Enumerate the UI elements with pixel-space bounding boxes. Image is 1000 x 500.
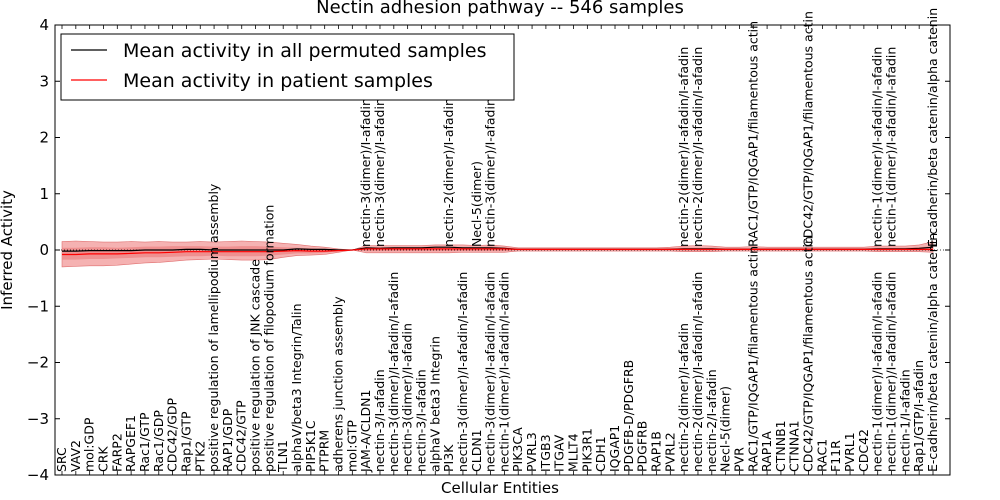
category-label: ITGAV (552, 434, 567, 472)
category-label: PIK3CA (510, 427, 525, 472)
category-labels: SRCVAV2mol:GDPCRKFARP2RAPGEF1Rac1/GTPRac… (54, 183, 940, 473)
category-label: nectin-3(dimer)/I-afadin/I-afadin (483, 272, 498, 472)
category-label-upper: CDC42/GTP/IQGAP1/filamentous actin (801, 11, 816, 247)
category-label: nectin-3/I-afadin (414, 369, 429, 472)
category-label: PIP5K1C (303, 420, 318, 472)
series-layer (62, 246, 934, 256)
category-label: mol:GTP (344, 420, 359, 472)
category-label: PVR (731, 447, 746, 472)
category-label: Rac1/GTP (137, 412, 152, 472)
category-label: CDH1 (593, 436, 608, 472)
category-label: PVRL1 (842, 432, 857, 472)
legend-label-permuted: Mean activity in all permuted samples (123, 40, 486, 62)
category-label: F11R (828, 440, 843, 472)
y-tick-label: 0 (39, 241, 49, 259)
category-label: CRK (96, 446, 111, 472)
category-label: nectin-1/I-afadin (897, 369, 912, 472)
category-label: mol:GDP (82, 417, 97, 472)
category-label: CDC42 (856, 429, 871, 472)
category-label-upper: Necl-5(dimer) (469, 161, 484, 247)
category-label: nectin-2/I-afadin (704, 369, 719, 472)
category-label: RAC1 (814, 439, 829, 472)
category-label: nectin-1(dimer)/I-afadin/I-afadin (884, 272, 899, 472)
category-label-upper: nectin-1(dimer)/I-afadin/I-afadin (870, 47, 885, 247)
category-label: RAP1/GDP (220, 408, 235, 472)
category-label-upper: nectin-3(dimer)/I-afadin (372, 98, 387, 247)
series-line-patient (62, 248, 933, 256)
category-label: PI3K (441, 444, 456, 472)
y-tick-label: −3 (27, 410, 49, 428)
category-label: nectin-2(dimer)/I-afadin/I-afadin (690, 272, 705, 472)
category-label: nectin-3(dimer)/I-afadin/I-afadin (386, 272, 401, 472)
category-label: SRC (54, 447, 69, 472)
category-label: RAP1A (759, 431, 774, 472)
category-label: Rap1/GTP (178, 411, 193, 472)
category-label-upper: nectin-1(dimer)/I-afadin/I-afadin (884, 47, 899, 247)
category-label: nectin-3/I-afadin (372, 369, 387, 472)
category-label: alphaV/beta3 Integrin/Talin (289, 304, 304, 473)
y-axis-ticks: −4 −3 −2 −1 0 1 2 3 4 (27, 16, 950, 484)
category-label: CDC42/GTP (234, 400, 249, 472)
category-label: alphaV beta3 Integrin (427, 336, 442, 472)
category-label: RAC1/GTP/IQGAP1/filamentous actin (745, 246, 760, 472)
category-label: PVRL2 (662, 432, 677, 472)
category-label: IQGAP1 (607, 425, 622, 472)
legend-box (60, 33, 515, 101)
category-label: Rap1/GTP/I-afadin (911, 360, 926, 472)
y-tick-label: −2 (27, 354, 49, 372)
chart-title: Nectin adhesion pathway -- 546 samples (316, 0, 684, 18)
category-label: nectin-1(dimer)/I-afadin/I-afadin (870, 272, 885, 472)
category-label: PDGFRB (635, 421, 650, 472)
category-label: MLLT4 (566, 433, 581, 472)
category-label-upper: nectin-2(dimer)/I-afadin/I-afadin (676, 47, 691, 247)
category-label-upper: RAC1/GTP/IQGAP1/filamentous actin (745, 21, 760, 247)
category-label: PTK2 (192, 441, 207, 472)
category-label-upper: E-cadherin/beta catenin/alpha catenin (925, 8, 940, 247)
category-label: CDC42/GDP (165, 397, 180, 472)
legend: Mean activity in all permuted samples Me… (60, 33, 515, 101)
category-label: CTNNA1 (787, 420, 802, 472)
y-tick-label: 4 (39, 16, 49, 34)
x-axis-label: Cellular Entities (441, 479, 559, 497)
category-label: VAV2 (68, 440, 83, 472)
category-label: E-cadherin/beta catenin/alpha catenin (925, 233, 940, 472)
category-label: TLN1 (275, 440, 290, 473)
category-label: RAP1B (649, 431, 664, 472)
category-label: JAM-A/CLDN1 (358, 390, 373, 473)
category-label-upper: nectin-2(dimer)/I-afadin/I-afadin (690, 47, 705, 247)
category-label: ITGB3 (538, 434, 553, 472)
category-label: Necl-5(dimer) (718, 386, 733, 472)
y-axis-label: Inferred Activity (0, 190, 16, 310)
category-label: nectin-3(dimer)/I-afadin/I-afadin (455, 272, 470, 472)
y-tick-label: −1 (27, 297, 49, 315)
category-label: RAPGEF1 (123, 415, 138, 472)
category-label: positive regulation of JNK cascade (248, 259, 263, 472)
category-label: PTPRM (317, 430, 332, 472)
legend-label-patient: Mean activity in patient samples (123, 70, 433, 92)
category-label: PDGFB-D/PDGFRB (621, 360, 636, 472)
category-label: CDC42/GTP/IQGAP1/filamentous actin (801, 236, 816, 472)
category-label: CTNNB1 (773, 420, 788, 472)
category-label: positive regulation of lamellipodium ass… (206, 183, 221, 472)
category-label: FARP2 (109, 433, 124, 472)
category-label: CLDN1 (469, 429, 484, 472)
category-label: adherens junction assembly (331, 296, 346, 472)
category-label: nectin-2(dimer)/I-afadin (676, 323, 691, 472)
category-label: nectin-1(dimer)/I-afadin/I-afadin (496, 272, 511, 472)
category-label: Rac1/GDP (151, 410, 166, 472)
y-tick-label: −4 (27, 466, 49, 484)
category-label-upper: nectin-2(dimer)/I-afadin (441, 98, 456, 247)
category-label: PIK3R1 (579, 428, 594, 472)
category-label: positive regulation of filopodium format… (261, 205, 276, 472)
category-label-upper: nectin-3(dimer)/I-afadin (483, 98, 498, 247)
y-tick-label: 2 (39, 129, 49, 147)
y-tick-label: 1 (39, 185, 49, 203)
category-label: PVRL3 (524, 432, 539, 472)
category-label: nectin-3(dimer)/I-afadin (400, 323, 415, 472)
y-tick-label: 3 (39, 72, 49, 90)
